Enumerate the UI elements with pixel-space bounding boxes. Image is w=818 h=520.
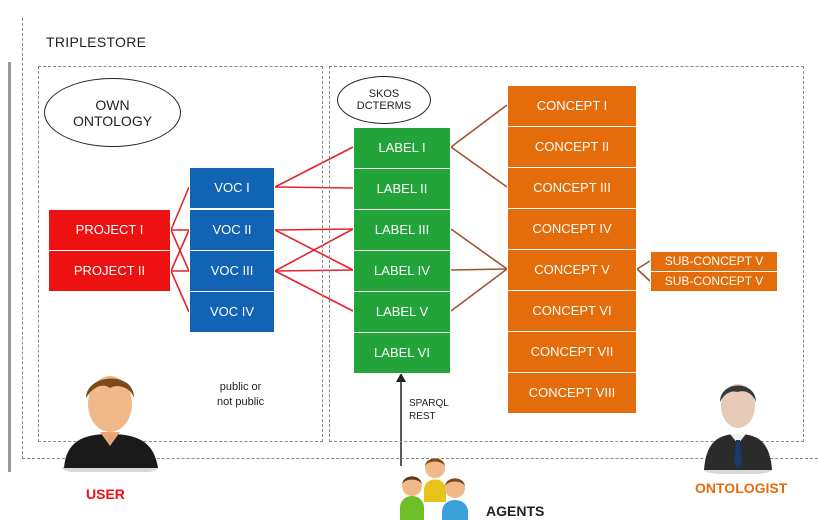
concept-box-4: CONCEPT IV (507, 208, 637, 250)
project-box-1: PROJECT I (48, 209, 171, 251)
link (450, 104, 508, 148)
concept-box-2: CONCEPT II (507, 126, 637, 168)
user-avatar-icon (62, 376, 158, 472)
link (170, 186, 190, 231)
project-box-2: PROJECT II (48, 250, 171, 292)
link (170, 229, 190, 272)
concept-box-1: CONCEPT I (507, 85, 637, 127)
access-line1: SPARQL (409, 398, 449, 409)
concept-subconcept-links (636, 260, 651, 282)
voc-box-4: VOC IV (189, 291, 275, 333)
ontologist-avatar-icon (704, 384, 772, 474)
link (274, 270, 354, 312)
voc-box-3: VOC III (189, 250, 275, 292)
own-ontology-ellipse: OWN ONTOLOGY (44, 78, 181, 147)
voc-label-links (274, 146, 354, 312)
link (274, 228, 354, 231)
link (450, 268, 508, 312)
arrow-head (396, 373, 406, 382)
own-ontology-line2: ONTOLOGY (72, 112, 153, 129)
agents-role-label: AGENTS (486, 503, 545, 519)
sub-concept-box-1: SUB-CONCEPT V (650, 251, 778, 272)
skos-region (329, 66, 804, 442)
link (274, 186, 354, 189)
concept-box-5: CONCEPT V (507, 249, 637, 291)
triplestore-title: TRIPLESTORE (46, 34, 147, 50)
label-box-1: LABEL I (353, 127, 451, 169)
link (274, 228, 354, 272)
ontologist-role-label: ONTOLOGIST (695, 480, 788, 496)
link (170, 270, 190, 313)
link (274, 269, 354, 272)
label-concept-links (450, 104, 508, 312)
left-edge-bar (8, 62, 11, 472)
visibility-line2: not public (217, 395, 265, 408)
label-box-4: LABEL IV (353, 250, 451, 292)
link (450, 146, 508, 188)
link (450, 228, 508, 270)
concept-box-3: CONCEPT III (507, 167, 637, 209)
label-box-5: LABEL V (353, 291, 451, 333)
link (450, 268, 508, 271)
link (274, 146, 354, 188)
skos-line1: SKOS (368, 88, 400, 100)
concept-box-6: CONCEPT VI (507, 290, 637, 332)
link (636, 260, 651, 270)
label-box-2: LABEL II (353, 168, 451, 210)
sub-concept-box-2: SUB-CONCEPT V (650, 271, 778, 292)
visibility-note: public or not public (217, 380, 264, 410)
voc-box-1: VOC I (189, 167, 275, 209)
skos-line2: DCTERMS (356, 100, 412, 112)
sparql-arrow (396, 373, 406, 466)
own-ontology-line1: OWN (95, 96, 130, 113)
triplestore-frame (22, 18, 818, 459)
project-voc-links (170, 186, 190, 313)
agents-group-icon (400, 458, 468, 520)
own-ontology-region (38, 66, 323, 442)
voc-box-2: VOC II (189, 209, 275, 251)
concept-box-7: CONCEPT VII (507, 331, 637, 373)
user-role-label: USER (86, 486, 125, 502)
concept-box-8: CONCEPT VIII (507, 372, 637, 414)
skos-ellipse: SKOS DCTERMS (337, 76, 431, 124)
label-box-3: LABEL III (353, 209, 451, 251)
access-line2: REST (409, 410, 436, 422)
label-box-6: LABEL VI (353, 332, 451, 374)
visibility-line1: public or (219, 381, 262, 393)
access-note: SPARQL REST (409, 398, 449, 423)
link (636, 268, 651, 282)
